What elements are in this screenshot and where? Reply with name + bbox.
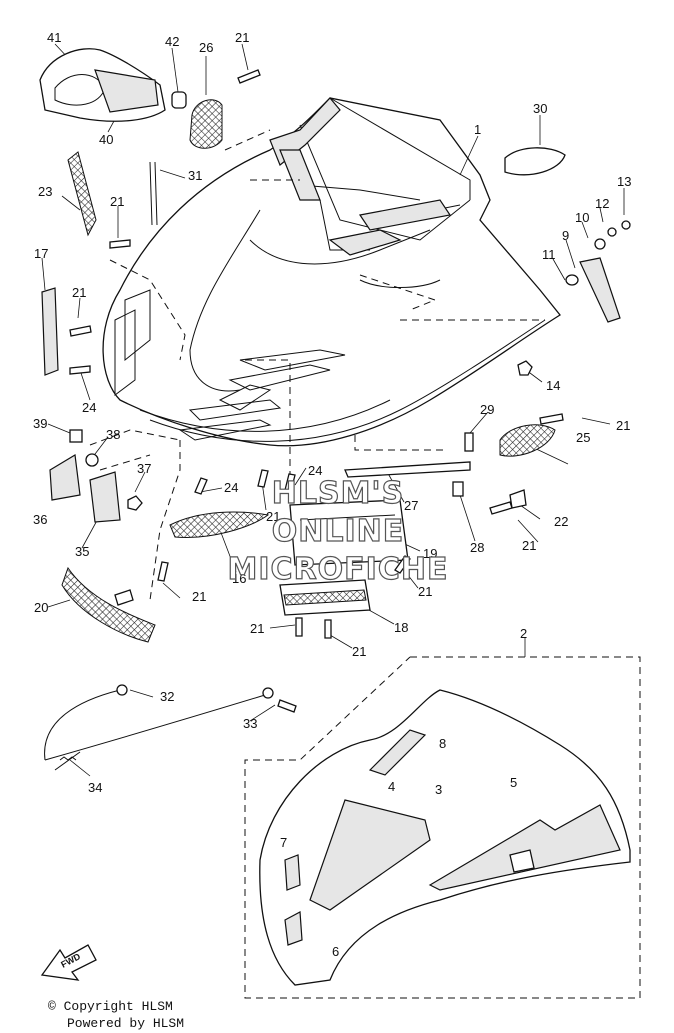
callout-28: 28 [470,540,484,555]
bracket-part-35 [89,471,121,523]
rod-part-27 [344,461,471,478]
callout-21: 21 [616,418,630,433]
washers-parts-10-11-12-13 [565,220,631,286]
clip-part-22 [509,489,527,509]
grommet-part-42 [171,91,187,109]
callout-5: 5 [510,775,517,790]
callout-35: 35 [75,544,89,559]
clip-part-33 [262,687,297,713]
watermark-line-2: ONLINE [272,514,405,549]
callout-11: 11 [542,247,556,262]
watermark-line-1: HLSM'S [272,476,404,511]
callout-42: 42 [165,34,179,49]
callout-24: 24 [224,480,238,495]
callout-8: 8 [439,736,446,751]
callout-20: 20 [34,600,48,615]
callout-3: 3 [435,782,442,797]
powered-by-text: Powered by HLSM [67,1016,184,1031]
window-cover-part-30 [504,147,566,176]
callout-21: 21 [418,584,432,599]
watermark-line-3: MICROFICHE [228,552,449,587]
washer-part-38 [85,453,99,467]
fwd-arrow-icon: FWD [40,944,97,981]
watermark: HLSM'S ONLINE MICROFICHE [227,475,449,587]
copyright-text: © Copyright HLSM [48,999,173,1014]
strap-part-31 [149,161,158,226]
callout-labels: 41 42 26 21 40 30 1 23 31 21 13 12 10 9 … [33,30,631,959]
callout-37: 37 [137,461,151,476]
guide-lines [89,129,641,999]
callout-14: 14 [546,378,560,393]
callout-21: 21 [192,589,206,604]
callout-21: 21 [250,621,264,636]
lower-cowl-part-2 [259,689,631,986]
callout-31: 31 [188,168,202,183]
mesh-cover-part-26 [189,99,223,149]
nut-part-14 [517,360,533,376]
callout-21: 21 [235,30,249,45]
callout-41: 41 [47,30,61,45]
callout-19: 19 [423,546,437,561]
callout-38: 38 [106,427,120,442]
callout-7: 7 [280,835,287,850]
callout-39: 39 [33,416,47,431]
callout-34: 34 [88,780,102,795]
callout-24: 24 [82,400,96,415]
callout-18: 18 [394,620,408,635]
hood-cowl-part-1 [102,97,561,447]
callout-21: 21 [72,285,86,300]
bracket-part-36 [49,454,81,501]
callout-1: 1 [474,122,481,137]
callout-23: 23 [38,184,52,199]
callout-26: 26 [199,40,213,55]
callout-21: 21 [266,509,280,524]
mesh-cover-part-25 [499,424,556,457]
nut-part-37 [127,495,143,511]
callout-9: 9 [562,228,569,243]
mesh-panel-part-18 [279,579,371,616]
mesh-cover-part-16 [169,511,270,538]
callout-21: 21 [352,644,366,659]
callout-24: 24 [308,463,322,478]
callout-40: 40 [99,132,113,147]
bracket-part-9 [579,257,621,323]
callout-12: 12 [595,196,609,211]
callout-13: 13 [617,174,631,189]
mesh-trim-part-20 [61,566,156,643]
callout-27: 27 [404,498,418,513]
bolt-part-29 [464,432,474,452]
callout-6: 6 [332,944,339,959]
footer: © Copyright HLSM Powered by HLSM [48,999,184,1031]
cable-part-32-34 [44,684,266,771]
callout-10: 10 [575,210,589,225]
callout-33: 33 [243,716,257,731]
callout-22: 22 [554,514,568,529]
bolt-part-39 [69,429,83,443]
callout-29: 29 [480,402,494,417]
callout-21: 21 [522,538,536,553]
clip-part-28 [452,481,464,497]
callout-36: 36 [33,512,47,527]
callout-30: 30 [533,101,547,116]
callout-17: 17 [34,246,48,261]
gauge-housing-part-41 [39,48,166,122]
callout-21: 21 [110,194,124,209]
callout-32: 32 [160,689,174,704]
callout-2: 2 [520,626,527,641]
mesh-cover-part-23 [67,151,97,237]
callout-4: 4 [388,779,395,794]
hinge-part-17 [41,287,59,376]
rivets [69,69,564,639]
callout-25: 25 [576,430,590,445]
callout-16: 16 [232,571,246,586]
